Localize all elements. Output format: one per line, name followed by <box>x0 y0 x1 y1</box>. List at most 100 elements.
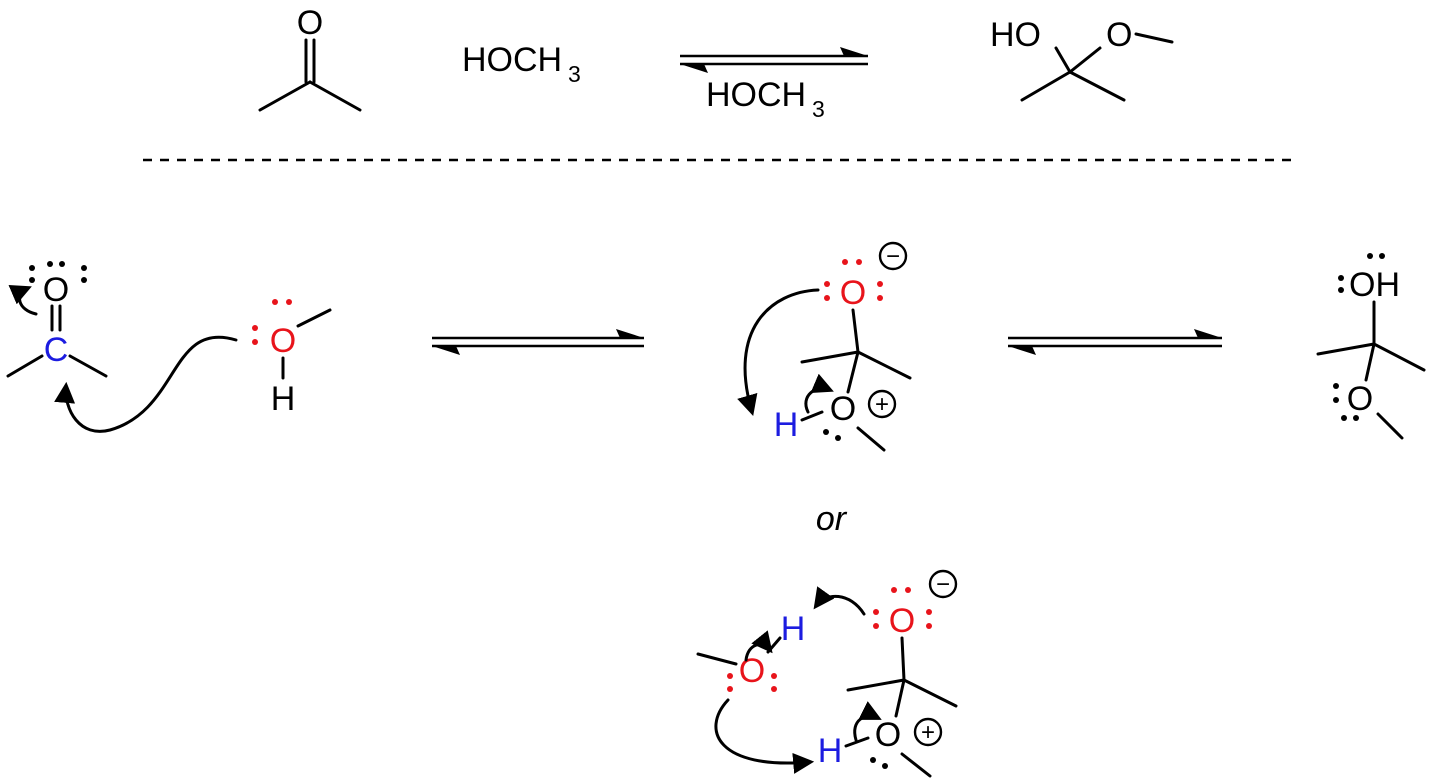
positive-charge-icon <box>913 717 943 747</box>
arrow-reagent-subscript: 3 <box>812 96 825 122</box>
curved-arrow-mediator-bond <box>744 630 773 662</box>
forward-arrow-head <box>840 47 868 56</box>
methanol-nucleophile: O H <box>252 299 332 418</box>
lone-pair-dot <box>727 673 733 679</box>
arrow-reagent-label: HOCH <box>706 76 806 114</box>
methanol-mediated-transfer: O H O − O + H <box>696 569 958 778</box>
lone-pair-dot <box>877 281 883 287</box>
bond <box>68 354 108 378</box>
zwitterion-intermediate: O − O + H <box>737 241 912 452</box>
methanol-reagent: HOCH 3 <box>462 41 581 87</box>
curved-arrow-mediator-deprotonation <box>714 698 815 774</box>
lone-pair-dot <box>1353 415 1359 421</box>
lone-pair-dot <box>59 261 65 267</box>
lone-pair-dot <box>252 339 258 345</box>
acetone-molecule: O <box>258 4 362 112</box>
bond <box>1372 342 1426 372</box>
equilibrium-arrow-1 <box>432 329 644 355</box>
bond <box>856 426 886 452</box>
bond <box>800 350 860 364</box>
lone-pair-dot <box>926 609 932 615</box>
lone-pair-dot <box>47 261 53 267</box>
lone-pair-dot <box>877 295 883 301</box>
bond <box>851 308 860 354</box>
lone-pair-dot <box>1338 287 1344 293</box>
product-ether-oxygen-label: O <box>1347 380 1373 418</box>
lone-pair-dot <box>1333 397 1339 403</box>
bond <box>800 410 824 422</box>
product-ether-oxygen-label: O <box>1106 16 1132 54</box>
bond <box>1068 70 1126 102</box>
lone-pair-dot <box>771 673 777 679</box>
bond <box>1376 412 1404 440</box>
product-hydroxyl-label: HO <box>990 16 1041 54</box>
transferring-hydrogen-label: H <box>774 406 799 444</box>
equilibrium-arrow-2 <box>1008 329 1222 355</box>
curved-arrow-proton-to-alkoxide <box>813 586 866 616</box>
bond <box>894 678 906 718</box>
negative-charge-icon <box>878 241 908 271</box>
forward-arrow-head <box>1194 329 1222 338</box>
bond <box>856 350 912 380</box>
lone-pair-dot <box>926 623 932 629</box>
lone-pair-dot <box>29 265 35 271</box>
lone-pair-dot <box>824 295 830 301</box>
equilibrium-arrow-top: HOCH 3 <box>680 47 868 122</box>
lone-pair-dot <box>252 325 258 331</box>
alkoxide-oxygen-label: O <box>840 274 866 312</box>
bond <box>1054 46 1072 74</box>
curved-arrow-oxonium-bond <box>853 701 882 742</box>
lone-pair-dot <box>856 259 862 265</box>
lone-pair-dot <box>81 277 87 283</box>
lone-pair-dot <box>823 429 829 435</box>
lone-pair-dot <box>882 763 888 769</box>
lone-pair-dot <box>870 757 876 763</box>
negative-charge-icon <box>928 569 958 599</box>
reverse-arrow-head <box>680 64 708 73</box>
curved-arrow-proton-abstraction <box>737 288 820 417</box>
bond <box>296 308 332 328</box>
bond <box>696 652 738 666</box>
bond <box>1068 46 1102 74</box>
lone-pair-dot <box>824 281 830 287</box>
hemiketal-mechanism-product: OH O <box>1316 253 1426 440</box>
lone-pair-dot <box>1379 253 1385 259</box>
bond <box>846 678 906 692</box>
bond <box>900 636 906 682</box>
negative-charge-sign: − <box>886 243 900 270</box>
reverse-arrow-head <box>432 346 460 355</box>
carbonyl-oxygen-label: O <box>43 271 69 309</box>
bond <box>844 736 870 748</box>
positive-charge-sign: + <box>875 391 889 418</box>
carbonyl-carbon-label: C <box>44 331 69 369</box>
lone-pair-dot <box>29 277 35 283</box>
lone-pair-dot <box>873 623 879 629</box>
lone-pair-dot <box>842 259 848 265</box>
lone-pair-dot <box>1367 253 1373 259</box>
lone-pair-dot <box>771 686 777 692</box>
lone-pair-dot <box>891 587 897 593</box>
curved-arrow-bond-cleavage <box>804 373 834 414</box>
product-hydroxyl-label: OH <box>1349 266 1400 304</box>
hemiketal-product: HO O <box>990 16 1174 102</box>
lone-pair-dot <box>835 435 841 441</box>
lone-pair-dot <box>272 299 278 305</box>
methanol-oxygen-label: O <box>270 322 296 360</box>
positive-charge-icon <box>867 389 897 419</box>
bond <box>1020 70 1072 102</box>
positive-charge-sign: + <box>921 719 935 746</box>
forward-arrow-head <box>616 329 644 338</box>
lone-pair-dot <box>727 686 733 692</box>
reagent-label: HOCH <box>462 41 562 79</box>
oxonium-oxygen-label: O <box>875 716 901 754</box>
lone-pair-dot <box>905 587 911 593</box>
ketone-mechanism: O C <box>6 261 238 433</box>
bond <box>902 678 958 708</box>
bond <box>1316 342 1376 356</box>
bond <box>308 80 362 112</box>
lower-transfer-hydrogen-label: H <box>818 732 843 770</box>
bond <box>258 80 312 112</box>
lone-pair-dot <box>1333 383 1339 389</box>
bond <box>1364 342 1376 382</box>
